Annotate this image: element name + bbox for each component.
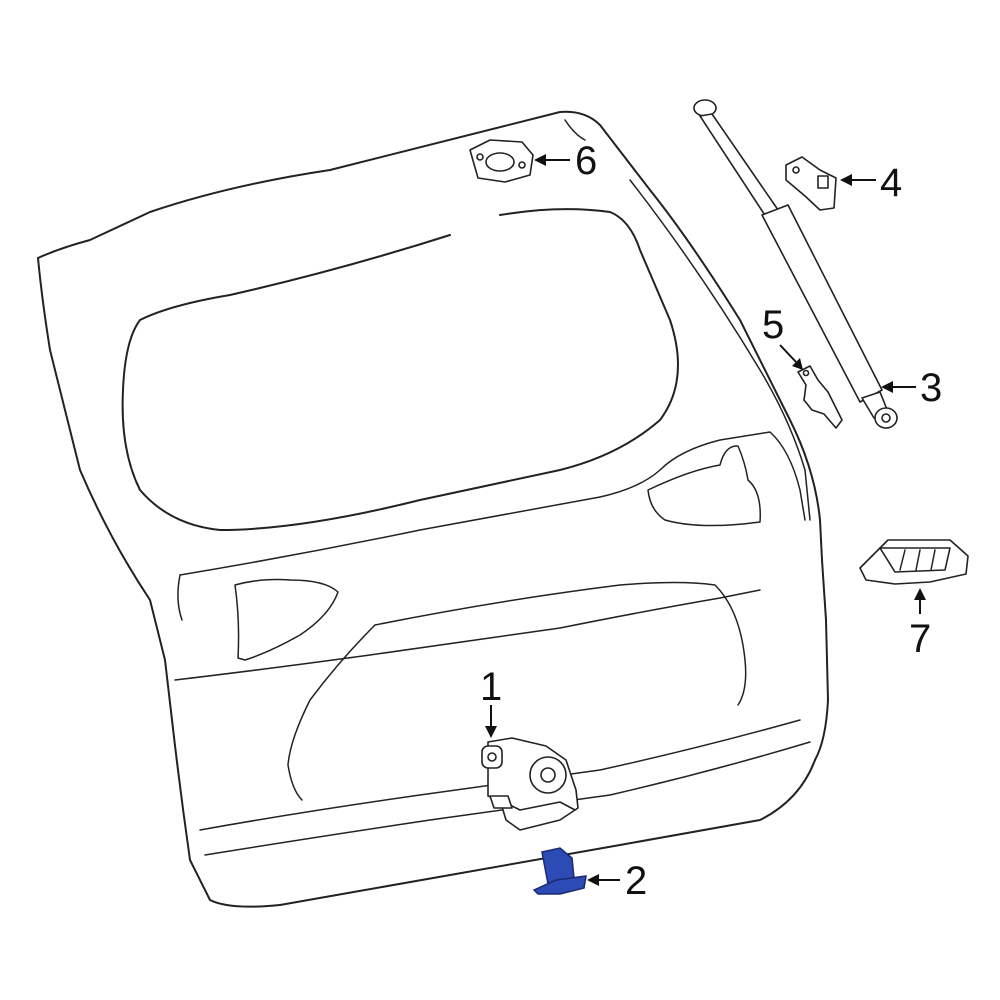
part-4-bracket bbox=[785, 156, 837, 211]
callout-5-label: 5 bbox=[762, 303, 784, 347]
callout-2: 2 bbox=[587, 859, 647, 903]
part-7-switch bbox=[859, 539, 969, 585]
callout-6-label: 6 bbox=[575, 139, 597, 183]
part-1-latch bbox=[481, 737, 579, 831]
callout-6: 6 bbox=[534, 139, 597, 183]
liftgate-panel bbox=[37, 110, 829, 908]
callout-1: 1 bbox=[480, 665, 502, 738]
part-5-bracket bbox=[797, 365, 843, 429]
callout-2-label: 2 bbox=[625, 859, 647, 903]
part-3-support-strut bbox=[693, 99, 898, 429]
callout-7-label: 7 bbox=[909, 617, 931, 661]
part-2-highlighted bbox=[532, 847, 587, 895]
callout-4: 4 bbox=[840, 161, 902, 205]
callout-5: 5 bbox=[762, 303, 803, 370]
callout-4-label: 4 bbox=[880, 161, 902, 205]
part-6-stopper bbox=[469, 139, 534, 183]
callout-7: 7 bbox=[909, 588, 931, 661]
callout-3-label: 3 bbox=[920, 366, 942, 410]
callout-1-label: 1 bbox=[480, 665, 502, 709]
callout-3: 3 bbox=[881, 366, 942, 410]
